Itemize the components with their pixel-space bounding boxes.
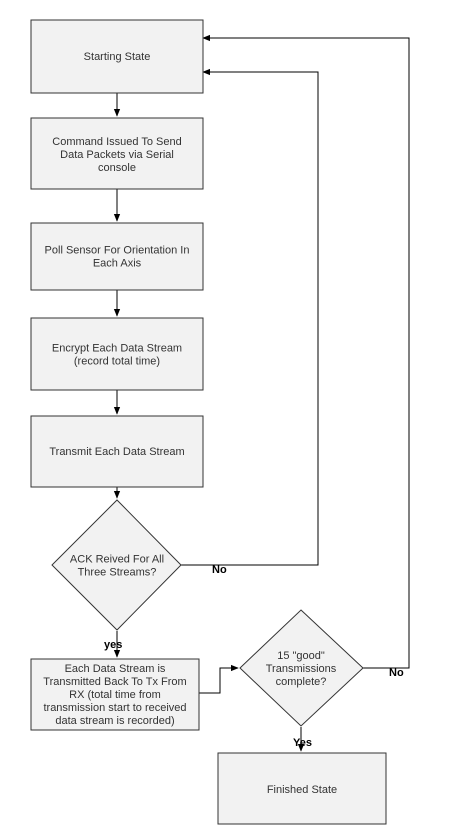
- edge-good-no-loop: [202, 34, 410, 669]
- node-label-line: Data Packets via Serial: [60, 149, 174, 161]
- node-starting-state-label: Starting State: [84, 51, 151, 63]
- node-label-line: Each Data Stream is: [65, 663, 166, 675]
- node-encrypt-box: [30, 317, 204, 391]
- node-label-line: 15 "good": [277, 650, 325, 662]
- node-ack-decision-diamond: [51, 499, 182, 631]
- node-label-line: Transmit Each Data Stream: [49, 446, 184, 458]
- node-label-line: (record total time): [74, 356, 160, 368]
- node-label-line: console: [98, 162, 136, 174]
- edge-labels: No yes No Yes: [104, 564, 404, 749]
- node-label-line: Poll Sensor For Orientation In: [45, 245, 190, 257]
- node-label-line: Each Axis: [93, 258, 142, 270]
- node-label-line: Finished State: [267, 784, 337, 796]
- node-label-line: Command Issued To Send: [52, 136, 181, 148]
- edge-label-good-yes: Yes: [293, 737, 312, 749]
- edge-transmitted-back-to-good: [199, 664, 239, 694]
- node-finished-state-box: [217, 752, 387, 825]
- node-command-issued-box: [30, 117, 204, 190]
- node-transmit-label: Transmit Each Data Stream: [49, 446, 184, 458]
- edge-label-ack-no: No: [212, 564, 227, 576]
- node-label-line: Transmissions: [266, 663, 337, 675]
- node-label-line: Starting State: [84, 51, 151, 63]
- edge-ack-no-loop: [181, 68, 319, 566]
- node-label-line: ACK Reived For All: [70, 554, 164, 566]
- node-label-line: data stream is recorded): [55, 715, 174, 727]
- node-label-line: RX (total time from: [69, 689, 161, 701]
- node-good-decision-diamond: [239, 609, 364, 727]
- edge-label-good-no: No: [389, 667, 404, 679]
- node-encrypt-label: Encrypt Each Data Stream(record total ti…: [52, 343, 182, 368]
- node-starting-state-box: [30, 19, 204, 94]
- edges: [113, 34, 410, 752]
- node-poll-sensor-box: [30, 222, 204, 291]
- node-transmit-box: [30, 415, 204, 488]
- node-label-line: Three Streams?: [78, 567, 157, 579]
- node-transmitted-back-box: [30, 658, 200, 731]
- edge-label-ack-yes: yes: [104, 639, 122, 651]
- node-finished-state-label: Finished State: [267, 784, 337, 796]
- node-label-line: transmission start to received: [43, 702, 186, 714]
- node-label-line: Transmitted Back To Tx From: [43, 676, 186, 688]
- node-label-line: Encrypt Each Data Stream: [52, 343, 182, 355]
- node-label-line: complete?: [276, 676, 327, 688]
